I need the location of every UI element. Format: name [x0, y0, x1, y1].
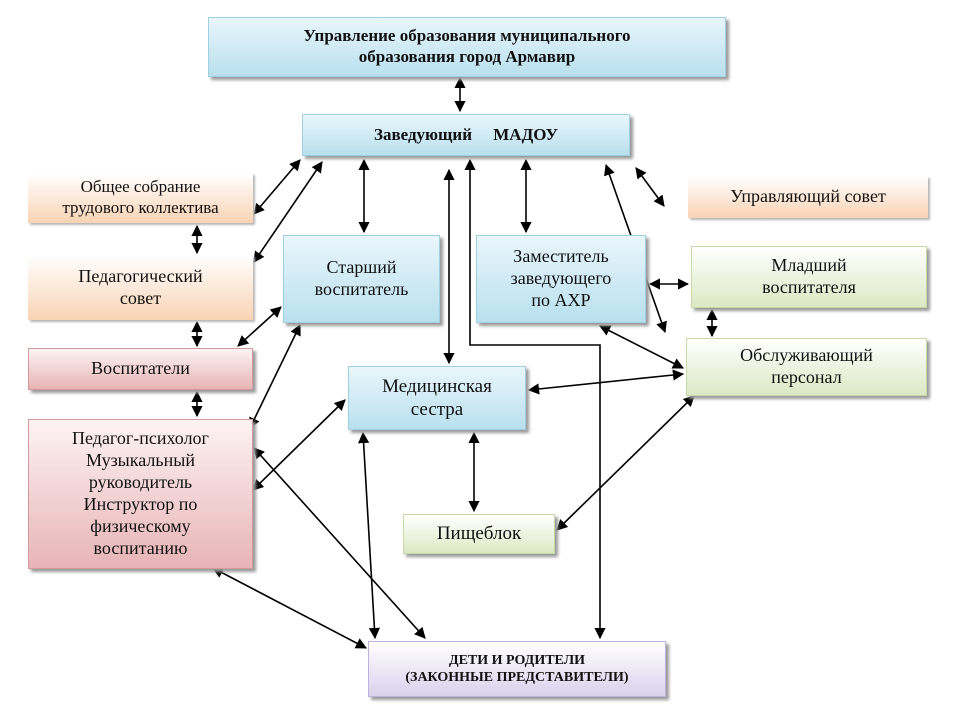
pedagogical-council-box: Педагогический совет — [28, 255, 253, 320]
specialists-label: Педагог-психолог Музыкальный руководител… — [72, 428, 209, 558]
arrow-nurse-specialists — [252, 399, 346, 491]
deputy-head-box: Заместитель заведующего по АХР — [476, 235, 646, 323]
governing-council-label: Управляющий совет — [730, 186, 886, 207]
arrow-head-ped-council — [253, 161, 323, 263]
nurse-box: Медицинская сестра — [348, 366, 526, 430]
arrow-deputy-service-staff — [599, 325, 684, 369]
pedagogical-council-label: Педагогический совет — [78, 265, 203, 308]
governing-council-box: Управляющий совет — [688, 176, 928, 218]
senior-educator-box: Старший воспитатель — [283, 235, 440, 323]
arrow-nurse-children — [357, 431, 381, 640]
service-staff-box: Обслуживающий персонал — [686, 338, 927, 396]
head-madou-box: Заведующий МАДОУ — [302, 114, 630, 156]
general-meeting-label: Общее собрание трудового коллектива — [62, 177, 219, 217]
arrow-head-governing-council — [635, 167, 665, 207]
senior-educator-label: Старший воспитатель — [314, 257, 409, 299]
deputy-head-label: Заместитель заведующего по АХР — [510, 246, 612, 310]
head-madou-label: Заведующий МАДОУ — [373, 124, 559, 144]
arrow-specialists-children-2 — [253, 447, 426, 639]
arrow-specialists-children-1 — [212, 567, 367, 649]
arrow-service-staff-kitchen — [556, 395, 695, 531]
educators-label: Воспитатели — [91, 358, 190, 379]
children-parents-box: ДЕТИ И РОДИТЕЛИ (ЗАКОННЫЕ ПРЕДСТАВИТЕЛИ) — [368, 641, 666, 697]
kitchen-box: Пищеблок — [403, 514, 555, 554]
general-meeting-box: Общее собрание трудового коллектива — [28, 173, 253, 223]
children-parents-label: ДЕТИ И РОДИТЕЛИ (ЗАКОННЫЕ ПРЕДСТАВИТЕЛИ) — [405, 652, 629, 685]
arrow-senior-educator-specialists — [249, 323, 301, 430]
junior-educators-label: Младший воспитателя — [762, 255, 856, 297]
educators-box: Воспитатели — [28, 348, 253, 390]
specialists-box: Педагог-психолог Музыкальный руководител… — [28, 419, 253, 569]
education-department-label: Управление образования муниципального об… — [303, 26, 631, 66]
service-staff-label: Обслуживающий персонал — [740, 345, 873, 387]
education-department-box: Управление образования муниципального об… — [208, 17, 726, 77]
kitchen-label: Пищеблок — [436, 523, 522, 545]
arrow-nurse-service-staff — [527, 369, 685, 395]
junior-educators-box: Младший воспитателя — [691, 246, 927, 308]
nurse-label: Медицинская сестра — [382, 375, 492, 420]
